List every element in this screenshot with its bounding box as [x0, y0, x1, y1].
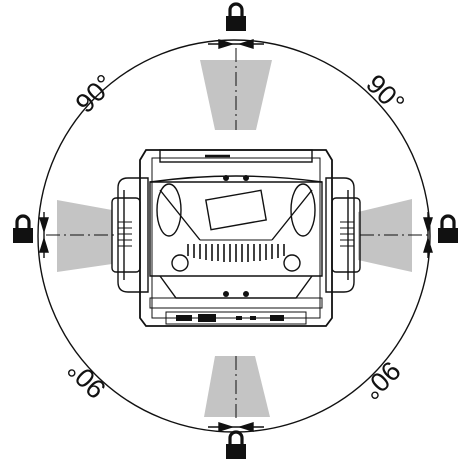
angle-label-top-left: 90° — [70, 69, 120, 119]
angle-label-top-right: 90° — [360, 69, 410, 119]
lock-icon-left — [11, 214, 35, 245]
angle-label-bottom-right: 90° — [356, 355, 406, 405]
head-outline — [149, 181, 323, 277]
connector-panel — [165, 311, 307, 325]
lock-pointers — [39, 39, 433, 432]
handle-left — [111, 197, 141, 273]
fixture-body — [111, 149, 361, 327]
tilt-zone-top — [200, 60, 272, 130]
main-housing — [139, 149, 333, 327]
tilt-zone-left — [57, 200, 112, 272]
yoke-arm-left — [117, 177, 149, 293]
angle-label-bottom-left: 90° — [62, 354, 112, 404]
lock-icon-top — [224, 2, 248, 33]
handle-right — [331, 197, 361, 273]
tilt-zone-bottom — [204, 356, 270, 417]
vent-slots — [187, 244, 285, 262]
display-window — [205, 189, 267, 231]
top-rail — [159, 149, 313, 163]
tilt-zones — [57, 60, 412, 417]
axis-lines — [46, 48, 428, 420]
yoke-arm-right — [325, 177, 355, 293]
lock-icon-right — [436, 214, 460, 245]
lock-icon-bottom — [224, 430, 248, 461]
